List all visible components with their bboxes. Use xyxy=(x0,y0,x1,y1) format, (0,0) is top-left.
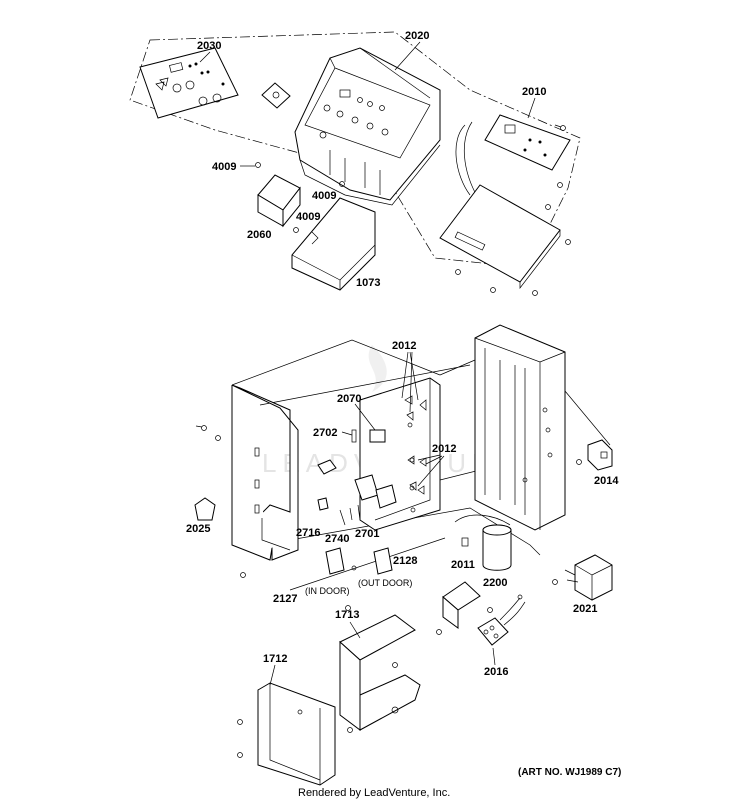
callout-2200: 2200 xyxy=(483,577,507,589)
left-mounting-panel[interactable] xyxy=(231,384,299,561)
callout-2012-a: 2012 xyxy=(392,340,416,352)
callout-2011: 2011 xyxy=(451,559,475,571)
part-2025-bracket[interactable] xyxy=(194,497,216,521)
label-in-door: (IN DOOR) xyxy=(305,586,350,596)
callout-2060: 2060 xyxy=(247,229,271,241)
capacitor-bracket[interactable] xyxy=(436,581,481,635)
screws-top xyxy=(255,124,571,296)
part-2016-connector[interactable] xyxy=(477,594,526,646)
part-2200-capacitor[interactable] xyxy=(454,514,512,571)
callout-2016: 2016 xyxy=(484,666,508,678)
part-1073-cover[interactable] xyxy=(291,197,376,291)
label-out-door: (OUT DOOR) xyxy=(358,578,412,588)
callout-2014: 2014 xyxy=(594,475,619,487)
callout-2020: 2020 xyxy=(405,30,429,42)
art-number: (ART NO. WJ1989 C7) xyxy=(518,767,621,778)
callout-2702: 2702 xyxy=(313,427,337,439)
right-housing-box[interactable] xyxy=(474,324,566,531)
footer-credit: Rendered by LeadVenture, Inc. xyxy=(298,787,450,799)
callout-4009-a: 4009 xyxy=(212,161,236,173)
callout-1713: 1713 xyxy=(335,609,359,621)
callout-1073: 1073 xyxy=(356,277,380,289)
callout-2716: 2716 xyxy=(296,527,320,539)
part-1712-panel[interactable] xyxy=(257,682,336,786)
part-2014-switch[interactable] xyxy=(576,439,613,471)
part-2021-transformer[interactable] xyxy=(552,554,613,601)
middle-bracket-panel[interactable] xyxy=(359,377,441,531)
part-2010-control-board[interactable] xyxy=(439,114,571,290)
callout-2127: 2127 xyxy=(273,593,297,605)
part-2060-box[interactable] xyxy=(257,174,301,228)
callout-2740: 2740 xyxy=(325,533,349,545)
callout-2025: 2025 xyxy=(186,523,210,535)
callout-2010: 2010 xyxy=(522,86,546,98)
callout-2030: 2030 xyxy=(197,40,221,52)
callout-4009-b: 4009 xyxy=(312,190,336,202)
assembly-outline xyxy=(129,31,581,269)
callout-2021: 2021 xyxy=(573,603,597,615)
clips-2012[interactable] xyxy=(404,395,427,495)
relay-parts[interactable] xyxy=(317,459,397,526)
part-2030-control-overlay[interactable] xyxy=(139,47,239,119)
callout-2128: 2128 xyxy=(393,555,417,567)
screws-bottom xyxy=(195,425,351,758)
in-door-switch[interactable] xyxy=(325,547,357,575)
callout-2701: 2701 xyxy=(355,528,379,540)
small-square-part[interactable] xyxy=(261,82,291,109)
callout-2070: 2070 xyxy=(337,393,361,405)
callout-2012-b: 2012 xyxy=(432,443,456,455)
out-door-switch[interactable] xyxy=(373,547,393,575)
callout-4009-c: 4009 xyxy=(296,211,320,223)
part-2020-control-housing[interactable] xyxy=(294,47,441,206)
callout-1712: 1712 xyxy=(263,653,287,665)
part-1713-bracket[interactable] xyxy=(339,614,421,733)
